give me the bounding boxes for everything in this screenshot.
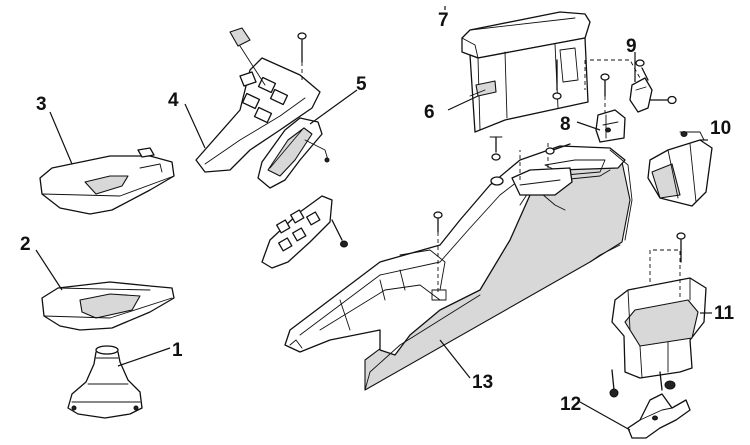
part-3-trim-cover (39, 147, 175, 215)
screw-icon (489, 136, 503, 161)
callout-7: 7 (438, 10, 449, 31)
part-5-switch-panel (257, 117, 330, 189)
callout-9: 9 (626, 36, 637, 57)
part-6-storage-box (469, 37, 589, 133)
switch-bracket (261, 195, 348, 269)
callout-12: 12 (560, 394, 581, 415)
part-10-switch-housing (647, 131, 713, 207)
callout-13: 13 (472, 372, 493, 393)
part-9-bracket-clip (629, 59, 677, 113)
part-13-center-console (284, 145, 633, 391)
callout-3: 3 (36, 94, 47, 115)
part-4-side-panel (195, 27, 321, 173)
callout-11: 11 (714, 303, 735, 324)
part-12-mount-bracket (627, 393, 691, 439)
callout-1: 1 (172, 340, 183, 361)
callout-6: 6 (424, 102, 435, 123)
callout-2: 2 (20, 234, 31, 255)
callout-4: 4 (168, 90, 179, 111)
part-8-console-bracket (595, 109, 626, 143)
assembly-guide-line (584, 59, 641, 120)
callout-labels: 1 2 3 4 5 6 7 8 9 10 11 12 13 (20, 10, 735, 415)
callout-10: 10 (710, 118, 731, 139)
part-11-storage-bin (609, 232, 707, 398)
callout-5: 5 (356, 74, 367, 95)
callout-8: 8 (560, 114, 571, 135)
part-1-shift-boot (67, 345, 143, 419)
screw-icon (433, 211, 443, 295)
screw-icon (552, 59, 610, 100)
part-7-armrest-lid (461, 11, 591, 59)
leader-lines (35, 6, 712, 431)
screw-icon (545, 143, 571, 155)
part-2-shift-panel (41, 281, 175, 331)
